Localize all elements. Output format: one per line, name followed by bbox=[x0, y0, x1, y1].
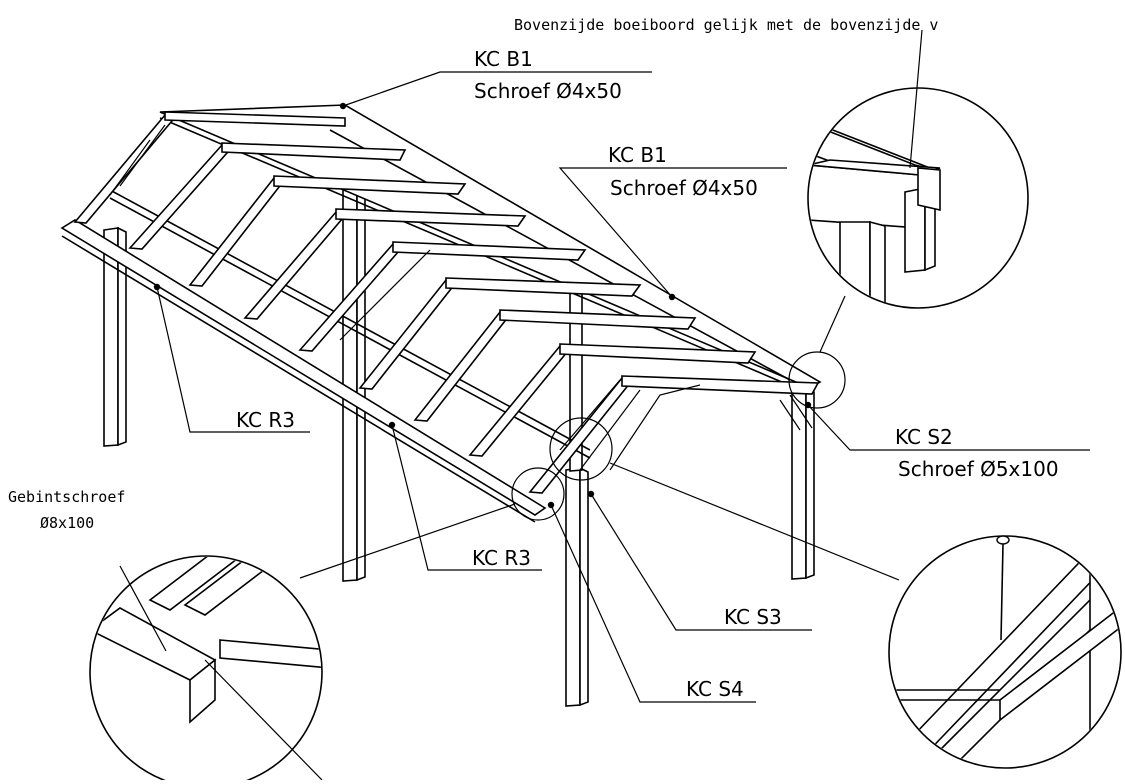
label-schroef-s2: Schroef Ø5x100 bbox=[898, 457, 1059, 481]
label-kc-s4: KC S4 bbox=[686, 677, 744, 701]
detail-view-top-right bbox=[807, 29, 1029, 353]
posts bbox=[103, 116, 815, 707]
top-note: Bovenzijde boeiboord gelijk met de boven… bbox=[514, 16, 938, 34]
label-gebint-size: Ø8x100 bbox=[40, 514, 94, 532]
leader-lines bbox=[156, 71, 1090, 703]
detail-marker-end bbox=[511, 467, 565, 521]
label-kc-b1-left: KC B1 bbox=[474, 47, 533, 71]
label-gebintschroef: Gebintschroef bbox=[8, 488, 125, 506]
label-kc-r3-mid: KC R3 bbox=[472, 546, 531, 570]
cross-beams bbox=[164, 111, 820, 395]
label-schroef-left: Schroef Ø4x50 bbox=[474, 79, 622, 103]
label-kc-s2: KC S2 bbox=[895, 425, 953, 449]
label-kc-b1-right: KC B1 bbox=[608, 143, 667, 167]
label-kc-r3-left: KC R3 bbox=[236, 408, 295, 432]
rafters bbox=[73, 114, 636, 494]
label-schroef-right: Schroef Ø4x50 bbox=[610, 176, 758, 200]
detail-marker-corner bbox=[788, 351, 846, 409]
detail-view-bottom-right bbox=[609, 462, 1122, 769]
label-kc-s3: KC S3 bbox=[724, 605, 782, 629]
detail-view-bottom-left bbox=[89, 503, 516, 784]
detail-marker-brace bbox=[549, 417, 613, 481]
knee-braces bbox=[109, 124, 813, 471]
